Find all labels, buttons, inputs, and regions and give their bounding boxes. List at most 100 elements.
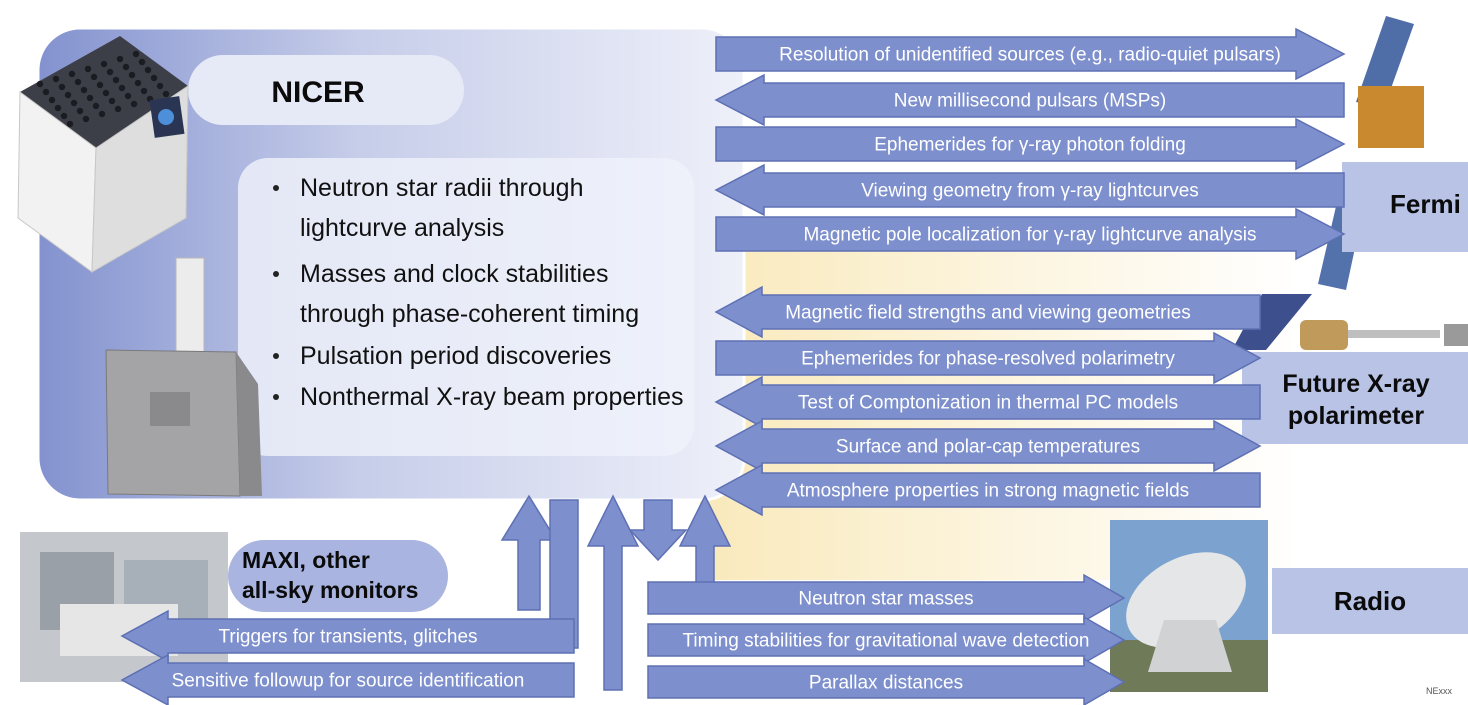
detector-cell	[90, 73, 98, 81]
radio-arrow-label: Timing stabilities for gravitational wav…	[683, 631, 1090, 652]
polarimeter-arrow	[715, 331, 1262, 385]
polarimeter-label-line-1: Future X-ray	[1282, 370, 1429, 398]
fermi-arrow-label: Ephemerides for γ-ray photon folding	[874, 135, 1186, 156]
fermi-arrow	[714, 73, 1345, 127]
polarimeter-label-box	[1242, 352, 1468, 444]
detector-cell	[86, 94, 94, 102]
bullet-dot	[273, 271, 279, 277]
detector-cell	[98, 110, 106, 118]
up-arrow-radio-1	[586, 494, 640, 691]
detector-cell	[106, 68, 114, 76]
fermi-arrow-label: New millisecond pulsars (MSPs)	[894, 91, 1166, 112]
maxi-label-line-2: all-sky monitors	[242, 577, 418, 603]
fermi-arrow-label: Viewing geometry from γ-ray lightcurves	[861, 181, 1199, 202]
polarimeter-arrow	[714, 285, 1261, 339]
nicer-bullets-box	[238, 158, 694, 456]
fermi-label: Fermi	[1390, 189, 1461, 219]
maxi-instrument-image	[20, 532, 228, 682]
maxi-arrow	[120, 653, 575, 705]
detector-cell	[134, 79, 142, 87]
fermi-label-box	[1342, 162, 1468, 252]
vertical-arrows	[500, 494, 732, 691]
arrow-layer: Resolution of unidentified sources (e.g.…	[120, 27, 1346, 705]
detector-cell	[122, 63, 130, 71]
down-arrow-radio	[628, 499, 688, 562]
polarimeter-arrow	[714, 375, 1261, 429]
detector-cell	[128, 71, 136, 79]
detector-cell	[116, 55, 124, 63]
nicer-title: NICER	[271, 76, 365, 109]
detector-cell	[52, 75, 60, 83]
detector-cell	[156, 82, 164, 90]
radio-label-box	[1272, 568, 1468, 634]
radio-arrow	[647, 615, 1126, 665]
detector-cell	[112, 76, 120, 84]
maxi-label-line-1: MAXI, other	[242, 547, 370, 573]
detector-cell	[36, 80, 44, 88]
bullet-dot	[273, 394, 279, 400]
detector-cell	[114, 105, 122, 113]
detector-cell	[68, 70, 76, 78]
bullet-dot	[273, 353, 279, 359]
detector-cell	[48, 96, 56, 104]
radio-arrow	[647, 573, 1126, 623]
detector-cell	[92, 102, 100, 110]
image-credit: NExxx	[1426, 686, 1453, 696]
nicer-bullet-text: Masses and clock stabilities	[300, 260, 608, 288]
detector-cell	[64, 91, 72, 99]
nicer-instrument-image	[17, 36, 262, 497]
fermi-arrow	[715, 117, 1346, 171]
polarimeter-arrow-label: Atmosphere properties in strong magnetic…	[787, 481, 1189, 502]
nicer-title-box	[188, 55, 464, 125]
radio-label: Radio	[1334, 586, 1406, 616]
detector-cell	[102, 89, 110, 97]
detector-cell	[124, 92, 132, 100]
detector-cell	[70, 99, 78, 107]
polarimeter-arrow-label: Ephemerides for phase-resolved polarimet…	[801, 349, 1175, 370]
polarimeter-arrow	[714, 463, 1261, 517]
radio-arrow-label: Parallax distances	[809, 673, 963, 694]
radio-arrow	[647, 657, 1126, 705]
nicer-bullet-text: Nonthermal X-ray beam properties	[300, 383, 684, 411]
polarimeter-satellite-image	[1232, 294, 1468, 350]
radio-arrow-label: Neutron star masses	[798, 589, 973, 610]
detector-cell	[118, 84, 126, 92]
detector-cell	[76, 107, 84, 115]
detector-cell	[74, 78, 82, 86]
detector-cell	[54, 104, 62, 112]
nicer-bullet-text: lightcurve analysis	[300, 214, 504, 242]
radio-telescope-image	[1110, 520, 1268, 692]
nicer-bullet-text: Neutron star radii through	[300, 174, 583, 202]
fermi-arrow-label: Magnetic pole localization for γ-ray lig…	[803, 225, 1256, 246]
detector-cell	[60, 112, 68, 120]
fermi-arrow-label: Resolution of unidentified sources (e.g.…	[779, 45, 1281, 66]
polarimeter-arrow-label: Test of Comptonization in thermal PC mod…	[798, 393, 1178, 414]
detector-cell	[66, 120, 74, 128]
detector-cell	[138, 58, 146, 66]
detector-cell	[80, 86, 88, 94]
maxi-arrow-label: Triggers for transients, glitches	[218, 627, 477, 648]
detector-cell	[108, 97, 116, 105]
detector-cell	[140, 87, 148, 95]
detector-cell	[132, 50, 140, 58]
down-arrow-maxi	[549, 499, 579, 649]
detector-cell	[144, 66, 152, 74]
maxi-label-box	[228, 540, 448, 612]
nicer-bullet-text: through phase-coherent timing	[300, 300, 639, 328]
detector-cell	[42, 88, 50, 96]
detector-cell	[150, 74, 158, 82]
up-arrow-maxi	[500, 494, 558, 611]
detector-cell	[84, 65, 92, 73]
nicer-bullet-text: Pulsation period discoveries	[300, 342, 611, 370]
detector-cell	[162, 90, 170, 98]
nicer-bullet-list: Neutron star radii through lightcurve ana…	[273, 174, 684, 411]
detector-cell	[100, 60, 108, 68]
fermi-arrow	[714, 163, 1345, 217]
fermi-arrow	[715, 27, 1346, 81]
polarimeter-arrow-label: Magnetic field strengths and viewing geo…	[785, 303, 1191, 324]
bullet-dot	[273, 185, 279, 191]
detector-cell	[130, 100, 138, 108]
maxi-arrow	[120, 609, 575, 663]
detector-cell	[82, 115, 90, 123]
